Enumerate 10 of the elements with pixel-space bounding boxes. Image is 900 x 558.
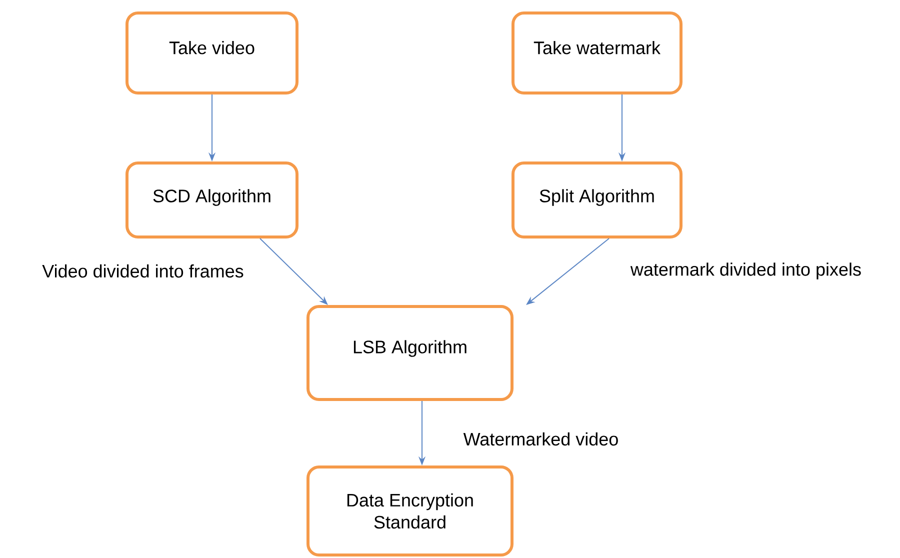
process-box: Split Algorithm (512, 162, 682, 238)
edge-label: Video divided into frames (41, 263, 245, 279)
process-box: SCD Algorithm (126, 162, 298, 238)
process-box: Data Encryption Standard (306, 466, 514, 556)
process-box: Take video (126, 12, 298, 94)
process-box: LSB Algorithm (306, 305, 514, 401)
process-box: Take watermark (512, 12, 682, 94)
edge-label: watermark divided into pixels (629, 262, 863, 280)
arrow (260, 238, 328, 305)
edge-label: Watermarked video (462, 431, 620, 447)
